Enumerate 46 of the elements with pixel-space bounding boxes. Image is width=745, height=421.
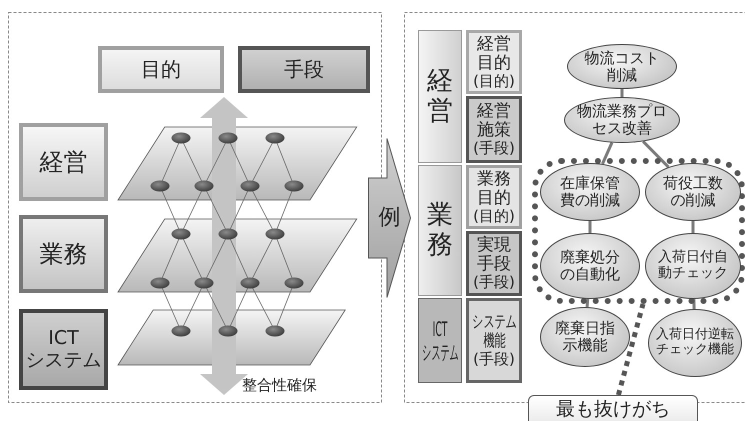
cell-note: (手段) — [473, 274, 515, 291]
cell-label: システム機能 — [470, 313, 518, 352]
cell-note: (手段) — [473, 351, 515, 368]
cell-note: (手段) — [473, 140, 515, 157]
ellipse-label: 在庫保管費の削減 — [559, 175, 621, 209]
dotted-region — [532, 158, 745, 304]
table-cell — [418, 298, 462, 383]
ellipse-label: 荷役工数の削減 — [662, 175, 724, 209]
ellipse-label: 物流業務プロセス改善 — [576, 103, 668, 137]
table-cell: 業務 — [418, 165, 462, 296]
connector-line — [620, 89, 624, 97]
cell-note: (目的) — [473, 72, 515, 90]
table-cell — [466, 30, 522, 94]
ellipse-label: 入荷日付逆転チェック機能 — [655, 328, 735, 358]
cell-label: 業務目的 — [476, 170, 512, 208]
caption-text: 整合性確保 — [242, 376, 317, 395]
connector-line — [692, 298, 696, 310]
layer-box: ICT システム — [19, 309, 108, 390]
chevron-arrow — [368, 138, 411, 298]
cell-note: (目的) — [473, 208, 515, 224]
purpose-box: 目的 — [98, 46, 224, 93]
table-cell — [466, 96, 522, 163]
means-box: 手段 — [238, 46, 370, 93]
table-cell — [466, 165, 522, 229]
layer-box: 経営 — [19, 123, 108, 201]
connector-line — [692, 221, 694, 233]
ellipse-label: 廃棄日指示機能 — [554, 320, 616, 354]
chevron-label: 例 — [378, 206, 400, 230]
function-ellipse — [540, 307, 630, 367]
ellipse-label: 入荷日付自動チェック — [657, 250, 729, 282]
table-cell — [466, 231, 522, 296]
connector-line — [588, 221, 592, 233]
connector-line — [642, 140, 670, 168]
table-cell — [466, 298, 522, 383]
cell-label: 経営施策 — [476, 102, 512, 140]
table-cell: 経営 — [418, 30, 462, 163]
cell-label: ICT システム — [422, 318, 458, 363]
connector-line — [601, 142, 614, 165]
ellipse-label: 廃棄処分の自動化 — [559, 249, 621, 283]
callout-box: 最も抜けがち — [528, 395, 698, 421]
cell-label: 実現手段 — [476, 236, 512, 274]
goal-ellipse — [645, 163, 741, 221]
cell-label: 経営目的 — [476, 34, 512, 73]
ellipse-label: 物流コスト削減 — [584, 50, 660, 84]
layer-box: 業務 — [19, 215, 108, 293]
leader-line — [616, 303, 646, 396]
